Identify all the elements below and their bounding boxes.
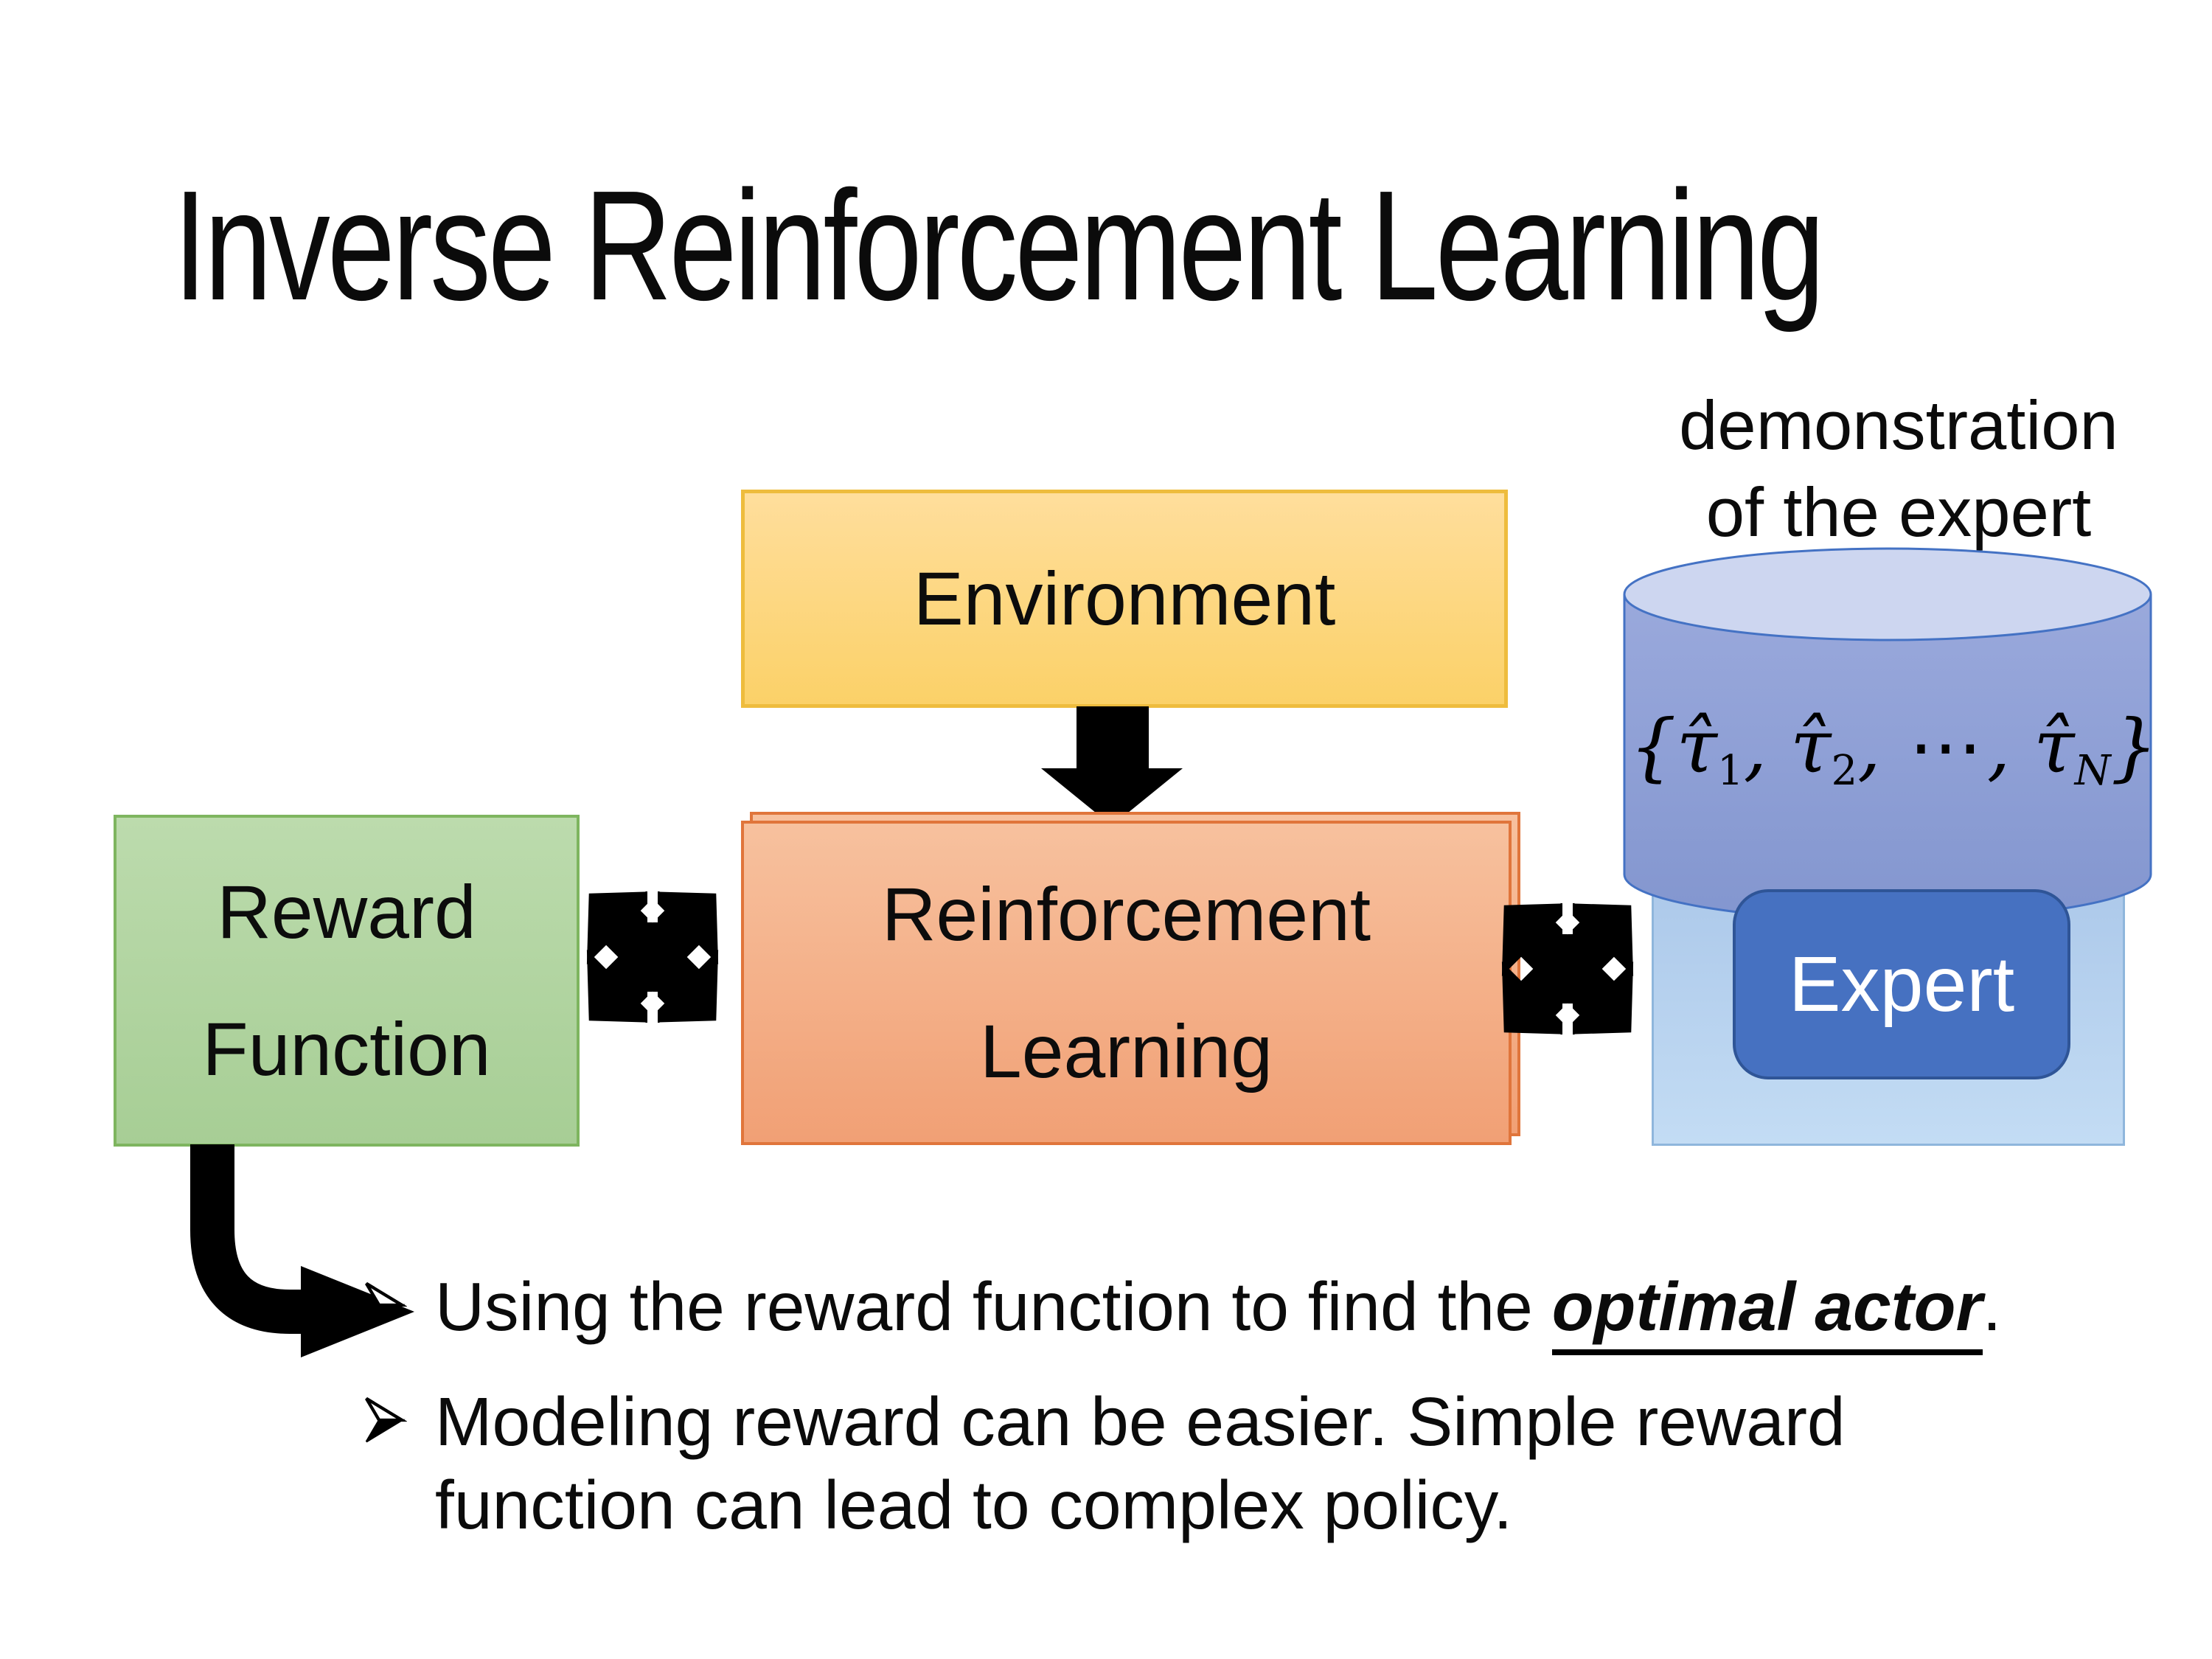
formula-tau-N: τ̂ [2034, 703, 2075, 790]
formula-open-brace: { [1630, 703, 1677, 790]
reinforcement-learning-label-line-2: Learning [980, 1009, 1273, 1093]
bullet-1-prefix: Using the reward function to find the [435, 1268, 1552, 1345]
reward-function-label-line-2: Function [202, 1007, 491, 1091]
expert-label: Expert [1788, 940, 2015, 1028]
reinforcement-learning-label-line-1: Reinforcement [881, 872, 1371, 956]
bullet-2-line-2: function can lead to complex policy. [435, 1467, 1513, 1543]
bullet-1-suffix: . [1982, 1268, 2002, 1345]
formula-comma: , [1857, 703, 1905, 790]
trajectory-set-formula: {τ̂1, τ̂2, ⋯, τ̂N} [1630, 699, 2157, 819]
slide-title: Inverse Reinforcement Learning [173, 158, 1825, 333]
formula-comma: , [1743, 703, 1791, 790]
demonstration-database-cylinder [1623, 547, 2152, 922]
bent-arrow-icon [190, 1144, 414, 1357]
reinforcement-learning-box: Reinforcement Learning [741, 821, 1512, 1145]
expert-box: Expert [1733, 889, 2070, 1079]
formula-sub-2: 2 [1831, 746, 1858, 795]
down-arrow-icon [1041, 706, 1183, 826]
reward-function-box: Reward Function [114, 815, 580, 1147]
formula-sub-1: 1 [1717, 746, 1744, 795]
environment-label: Environment [913, 557, 1336, 641]
bullet-item-optimal-actor: Using the reward function to find the op… [361, 1265, 2002, 1355]
environment-box: Environment [741, 490, 1508, 708]
bullet-1-emphasis-optimal-actor: optimal actor [1551, 1268, 1983, 1355]
formula-ellipsis: ⋯ [1908, 703, 1983, 790]
bullet-arrow-icon [365, 1397, 407, 1443]
exchange-arrows-icon [575, 879, 730, 1035]
formula-comma: , [1986, 703, 2034, 790]
reward-function-label-line-1: Reward [217, 870, 476, 954]
formula-sub-N: N [2074, 746, 2111, 795]
bullet-item-modeling-reward: Modeling reward can be easier. Simple re… [361, 1380, 1846, 1547]
formula-close-brace: } [2110, 703, 2158, 790]
bullet-arrow-icon [365, 1281, 407, 1328]
annotation-line-2: of the expert [1705, 473, 2092, 551]
formula-tau-1: τ̂ [1676, 703, 1717, 790]
annotation-line-1: demonstration [1679, 386, 2118, 464]
formula-tau-2: τ̂ [1790, 703, 1832, 790]
bullet-text: Using the reward function to find the op… [435, 1265, 2002, 1355]
bullet-2-line-1: Modeling reward can be easier. Simple re… [435, 1383, 1846, 1460]
bullet-text: Modeling reward can be easier. Simple re… [435, 1380, 1846, 1547]
annotation-demonstration-of-expert: demonstration of the expert [1615, 382, 2183, 556]
